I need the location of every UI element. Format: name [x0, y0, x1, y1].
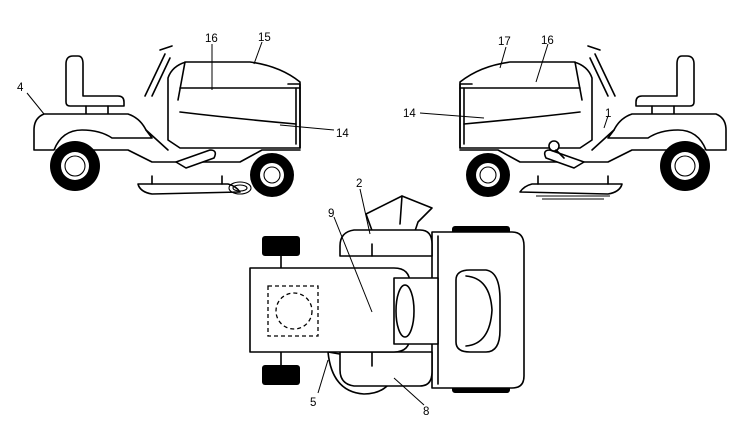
- callout-14: 14: [403, 108, 416, 120]
- callout-16: 16: [541, 35, 554, 47]
- hood: [167, 61, 301, 149]
- callout-4: 4: [17, 82, 24, 94]
- callout-labels: 4 16 15 14 17 16 14 1 2 9 5 8: [17, 32, 611, 418]
- callout-17: 17: [498, 36, 511, 48]
- rear-fender: [33, 113, 153, 151]
- callout-14: 14: [336, 128, 349, 140]
- engine-outline: [267, 285, 319, 337]
- tractor-side-view-right: [459, 45, 727, 200]
- callout-15: 15: [258, 32, 271, 44]
- tractor-top-view: [249, 195, 525, 395]
- callout-8: 8: [423, 406, 429, 418]
- seat-top: [455, 269, 501, 353]
- leader-lines: [26, 41, 609, 406]
- steering-column: [144, 53, 171, 97]
- seat: [65, 55, 125, 107]
- callout-1: 1: [605, 108, 611, 120]
- callout-5: 5: [310, 397, 316, 409]
- callout-2: 2: [356, 178, 362, 190]
- callout-16: 16: [205, 33, 218, 45]
- hood-top: [249, 267, 411, 353]
- tractor-side-view-left: [33, 45, 301, 197]
- mower-deck: [137, 183, 241, 195]
- callout-9: 9: [328, 208, 334, 220]
- front-wheel-top: [262, 365, 300, 385]
- front-wheel-top: [262, 236, 300, 256]
